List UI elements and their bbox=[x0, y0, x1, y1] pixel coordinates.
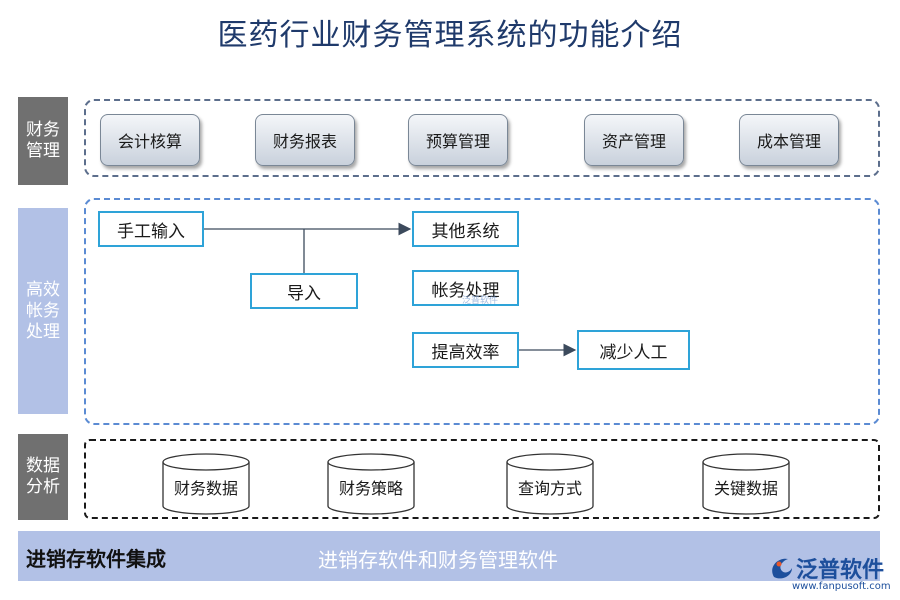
side-label-finance: 财务管理 bbox=[18, 97, 68, 185]
bottom-bar-subtitle: 进销存软件和财务管理软件 bbox=[318, 548, 558, 572]
side-label-processing: 高效帐务处理 bbox=[18, 208, 68, 414]
finance-item-cost: 成本管理 bbox=[739, 114, 839, 166]
box-other-systems: 其他系统 bbox=[412, 211, 519, 247]
bottom-bar: 进销存软件集成 进销存软件和财务管理软件 bbox=[18, 531, 880, 581]
finance-item-reports: 财务报表 bbox=[255, 114, 355, 166]
side-label-processing-text: 高效帐务处理 bbox=[26, 279, 60, 342]
cylinder-key-data: 关键数据 bbox=[702, 453, 790, 515]
side-label-analysis: 数据分析 bbox=[18, 434, 68, 520]
box-import: 导入 bbox=[250, 273, 358, 309]
database-icon bbox=[506, 453, 594, 515]
cylinder-label: 查询方式 bbox=[517, 479, 582, 498]
bottom-bar-title: 进销存软件集成 bbox=[26, 547, 166, 571]
box-reduce-labor: 减少人工 bbox=[577, 330, 690, 370]
finance-item-accounting: 会计核算 bbox=[100, 114, 200, 166]
finance-frame bbox=[84, 99, 880, 177]
box-improve-efficiency: 提高效率 bbox=[412, 332, 519, 368]
logo-name: 泛普软件 bbox=[796, 558, 885, 583]
processing-frame bbox=[84, 198, 880, 425]
page-title: 医药行业财务管理系统的功能介绍 bbox=[217, 18, 683, 53]
box-accounting: 帐务处理 bbox=[412, 270, 519, 306]
cylinder-finance-strategy: 财务策略 bbox=[327, 453, 415, 515]
logo-swirl-icon bbox=[772, 558, 792, 579]
cylinder-label: 财务策略 bbox=[338, 479, 403, 498]
brand-logo: 泛普软件 www.fanpusoft.com bbox=[770, 552, 895, 596]
side-label-analysis-text: 数据分析 bbox=[26, 456, 60, 497]
cylinder-label: 财务数据 bbox=[173, 479, 238, 498]
box-manual-input: 手工输入 bbox=[98, 211, 204, 247]
database-icon bbox=[162, 453, 250, 515]
finance-item-assets: 资产管理 bbox=[584, 114, 684, 166]
watermark: 泛普软件 bbox=[462, 296, 499, 306]
analysis-frame bbox=[84, 439, 880, 519]
cylinder-label: 关键数据 bbox=[713, 479, 778, 498]
database-icon bbox=[327, 453, 415, 515]
finance-item-budget: 预算管理 bbox=[408, 114, 508, 166]
cylinder-query-method: 查询方式 bbox=[506, 453, 594, 515]
side-label-finance-text: 财务管理 bbox=[26, 120, 60, 161]
database-icon bbox=[702, 453, 790, 515]
cylinder-finance-data: 财务数据 bbox=[162, 453, 250, 515]
logo-url: www.fanpusoft.com bbox=[792, 581, 891, 592]
